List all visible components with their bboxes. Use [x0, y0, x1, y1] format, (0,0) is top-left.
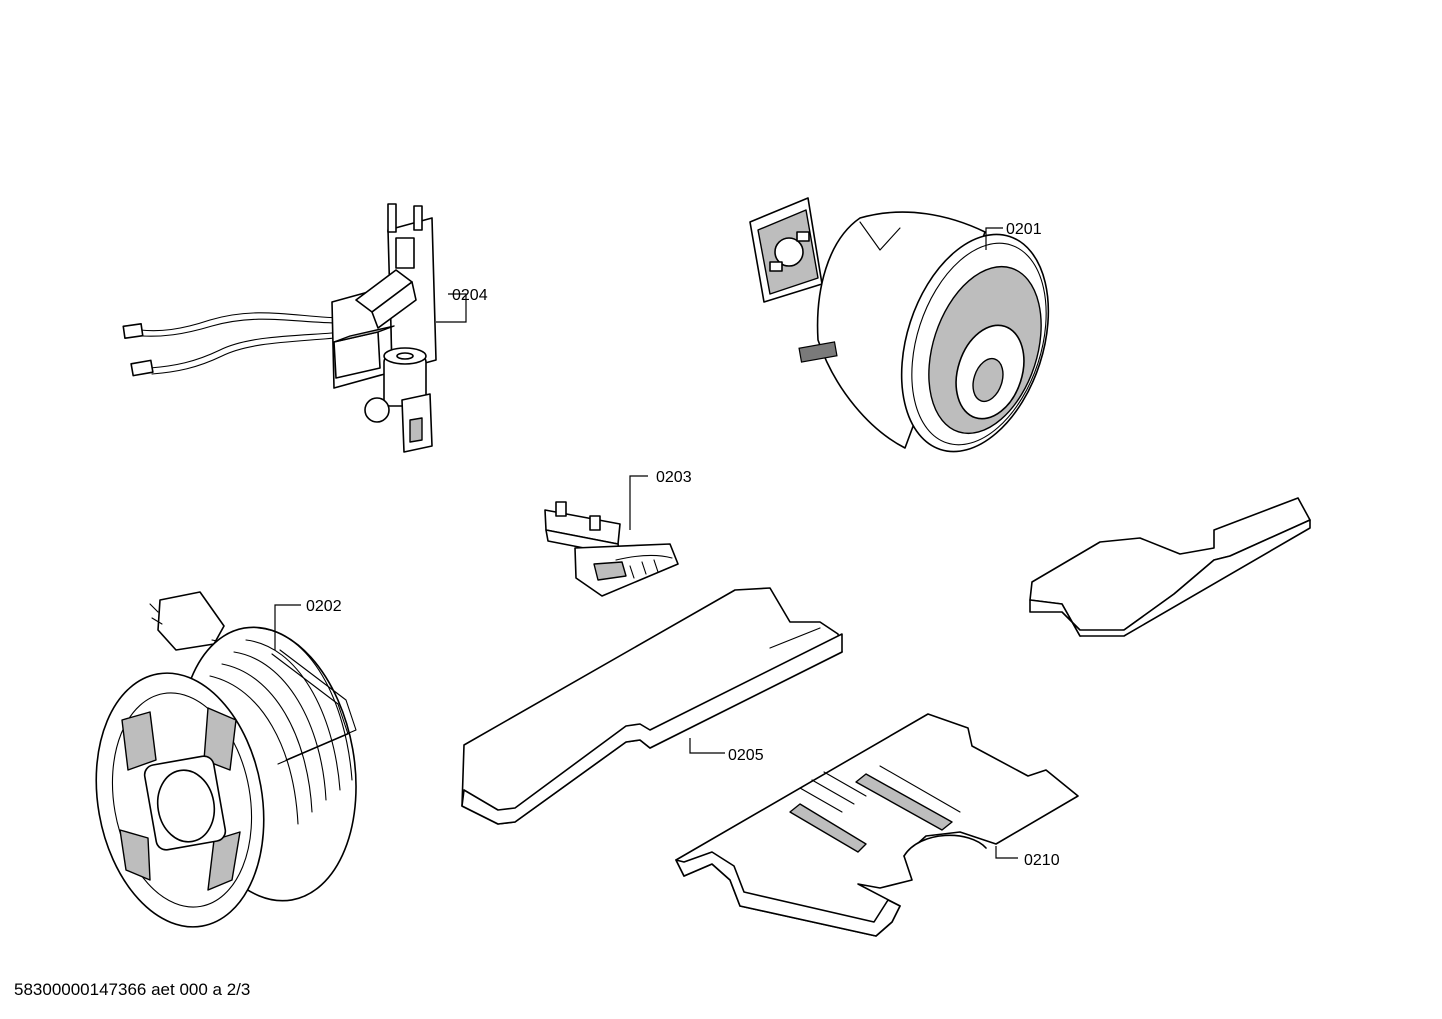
callout-0202: 0202 — [306, 598, 342, 615]
callout-0203: 0203 — [656, 469, 692, 486]
part-0202-cable-reel — [95, 591, 357, 928]
part-0205-plate — [461, 587, 843, 825]
part-0204-switch-module — [122, 203, 437, 453]
part-0201-motor — [749, 197, 1050, 453]
part-0203-bracket — [544, 501, 679, 597]
callout-0210: 0210 — [1024, 852, 1060, 869]
callout-0204: 0204 — [452, 287, 488, 304]
drawing-reference-footer: 58300000147366 aet 000 a 2/3 — [14, 980, 251, 999]
flat-insert-part — [1029, 497, 1311, 637]
part-0210-base-plate — [675, 713, 1079, 937]
leader-lines — [274, 227, 1018, 859]
callout-0201: 0201 — [1006, 221, 1042, 238]
callout-0205: 0205 — [728, 747, 764, 764]
